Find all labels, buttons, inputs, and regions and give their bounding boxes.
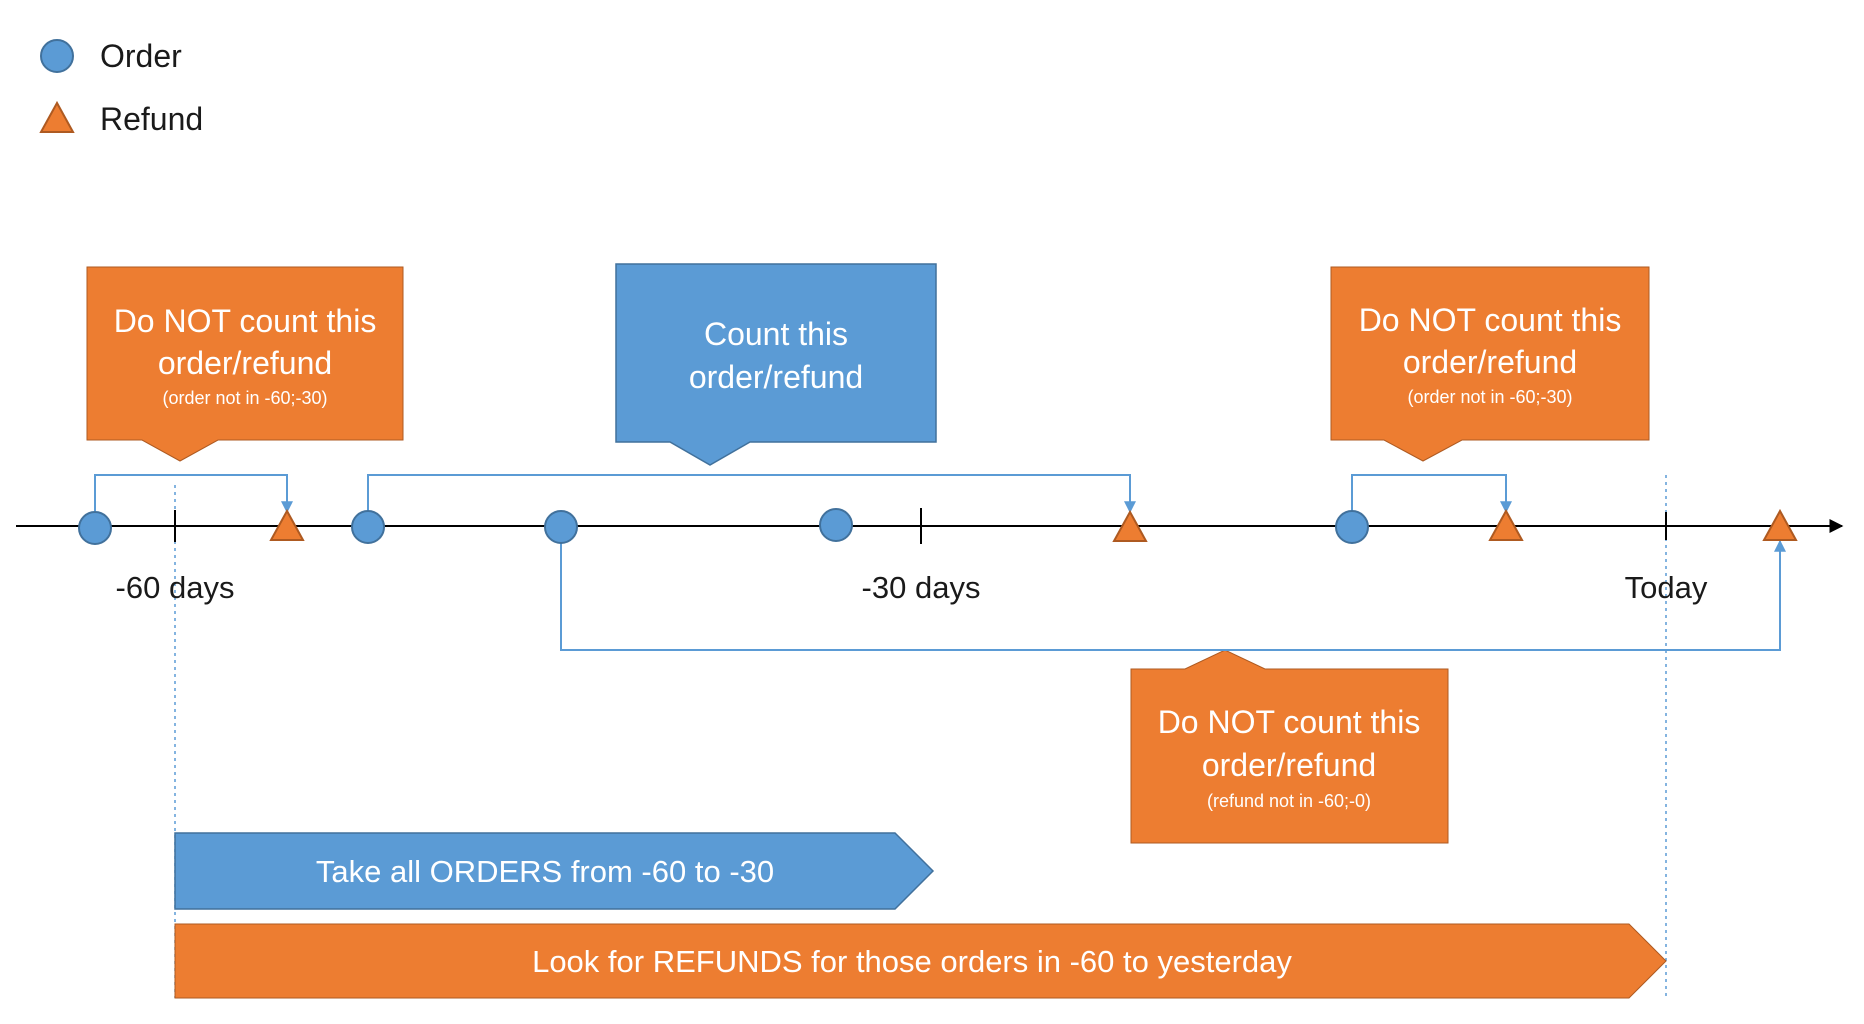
refunds-band: Look for REFUNDS for those orders in -60… <box>174 923 1667 999</box>
callout-left: Do NOT count this order/refund (order no… <box>86 266 404 462</box>
callout-center: Count this order/refund <box>615 263 937 466</box>
connector-left <box>94 474 293 514</box>
legend: Order Refund <box>39 38 203 137</box>
callout-bottom-shape <box>1130 649 1449 844</box>
refunds <box>269 508 1798 542</box>
callout-left-shape <box>86 266 404 462</box>
order-marker <box>544 510 578 544</box>
order-marker <box>351 510 385 544</box>
legend-order-label: Order <box>100 38 182 74</box>
orders <box>78 508 1369 545</box>
order-marker <box>819 508 853 542</box>
callout-bottom-line2: order/refund <box>1202 747 1376 783</box>
callout-right-line2: order/refund <box>1403 344 1577 380</box>
refund-marker <box>269 508 305 541</box>
orders-band: Take all ORDERS from -60 to -30 <box>174 832 935 910</box>
legend-refund-label: Refund <box>100 101 203 137</box>
order-marker <box>1335 510 1369 544</box>
callout-center-line2: order/refund <box>689 359 863 395</box>
callout-bottom-note: (refund not in -60;-0) <box>1207 791 1371 811</box>
refunds-band-shape <box>174 923 1667 999</box>
callout-right-note: (order not in -60;-30) <box>1407 387 1572 407</box>
callout-center-line1: Count this <box>704 316 848 352</box>
axis-label-minus60: -60 days <box>116 570 235 605</box>
orders-band-label: Take all ORDERS from -60 to -30 <box>316 854 774 889</box>
timeline-axis: -60 days -30 days Today <box>16 508 1844 605</box>
refunds-band-label: Look for REFUNDS for those orders in -60… <box>532 944 1292 979</box>
connector-right <box>1351 474 1512 514</box>
legend-refund-triangle-icon <box>39 100 75 133</box>
axis-label-minus30: -30 days <box>862 570 981 605</box>
connector-bottom <box>560 539 1786 651</box>
connectors <box>94 474 1786 651</box>
callout-right-shape <box>1330 266 1650 462</box>
axis-label-today: Today <box>1625 570 1708 605</box>
refund-marker <box>1762 508 1798 541</box>
callout-left-line2: order/refund <box>158 345 332 381</box>
callout-bottom-line1: Do NOT count this <box>1158 704 1421 740</box>
callout-center-shape <box>615 263 937 466</box>
refund-marker <box>1112 509 1148 542</box>
legend-order-circle-icon <box>40 39 74 73</box>
callout-left-line1: Do NOT count this <box>114 303 377 339</box>
order-marker <box>78 511 112 545</box>
orders-band-shape <box>174 832 935 910</box>
refund-marker <box>1488 508 1524 541</box>
callout-bottom: Do NOT count this order/refund (refund n… <box>1130 649 1449 844</box>
callout-right: Do NOT count this order/refund (order no… <box>1330 266 1650 462</box>
connector-center <box>367 474 1136 514</box>
callout-right-line1: Do NOT count this <box>1359 302 1622 338</box>
callout-left-note: (order not in -60;-30) <box>162 388 327 408</box>
